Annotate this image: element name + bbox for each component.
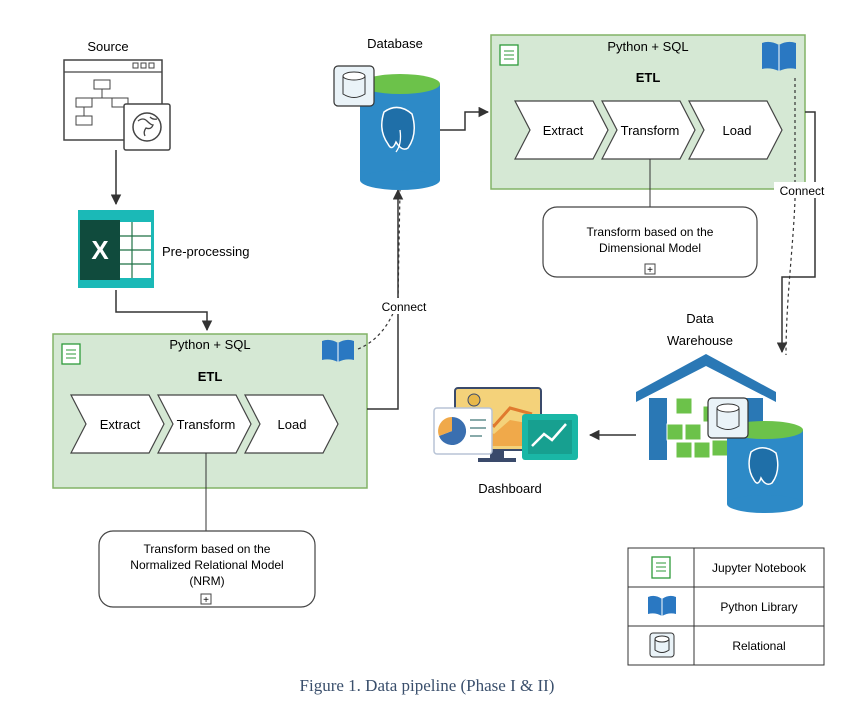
warehouse-postgresql-cylinder-icon: [707, 397, 803, 513]
svg-text:Load: Load: [278, 417, 307, 432]
legend-label-python: Python Library: [720, 600, 797, 614]
svg-text:Transform based on the: Transform based on the: [144, 542, 271, 556]
legend-label-jupyter: Jupyter Notebook: [712, 561, 807, 575]
etl2-step-transform: Transform: [601, 100, 696, 160]
svg-text:(NRM): (NRM): [189, 574, 224, 588]
figure-caption: Figure 1. Data pipeline (Phase I & II): [299, 676, 555, 695]
jupyter-notebook-icon: [499, 44, 519, 66]
etl2-note: Transform based on the Dimensional Model…: [542, 206, 758, 278]
etl-phase1-box: Python + SQL ETL Extract Transform Load: [52, 333, 368, 489]
database-label: Database: [367, 36, 423, 51]
etl2-step-load: Load: [688, 100, 783, 160]
svg-text:Extract: Extract: [543, 123, 584, 138]
etl1-step-load: Load: [244, 394, 339, 454]
python-library-icon: [322, 339, 354, 362]
svg-text:Transform: Transform: [177, 417, 236, 432]
etl-phase2-box: Python + SQL ETL Extract Transform Load: [490, 34, 806, 190]
etl1-step-transform: Transform: [157, 394, 252, 454]
data-pipeline-diagram: Source X Pre-processing: [52, 34, 826, 666]
preprocessing-label: Pre-processing: [162, 244, 249, 259]
svg-text:Transform: Transform: [621, 123, 680, 138]
etl1-title: Python + SQL: [169, 337, 250, 352]
excel-icon: X: [78, 210, 154, 288]
legend: Jupyter Notebook Python Library Relation…: [627, 547, 825, 666]
python-library-icon: [762, 41, 796, 71]
jupyter-notebook-icon: [651, 556, 671, 579]
etl1-subtitle: ETL: [198, 369, 223, 384]
warehouse-label-line1: Data: [686, 311, 714, 326]
etl1-note-expand-toggle[interactable]: +: [203, 595, 209, 606]
dashboard-label: Dashboard: [478, 481, 542, 496]
etl1-step-extract: Extract: [70, 394, 165, 454]
legend-label-relational: Relational: [732, 639, 785, 653]
svg-text:Extract: Extract: [100, 417, 141, 432]
svg-text:Load: Load: [723, 123, 752, 138]
browser-globe-icon: [63, 59, 171, 151]
warehouse-label-line2: Warehouse: [667, 333, 733, 348]
etl2-title: Python + SQL: [607, 39, 688, 54]
source-label: Source: [87, 39, 128, 54]
python-library-icon: [648, 595, 676, 616]
svg-text:X: X: [91, 235, 109, 265]
svg-text:Transform based on the: Transform based on the: [587, 225, 714, 239]
connect-label-2: Connect: [780, 184, 825, 198]
postgresql-cylinder-icon: [333, 65, 440, 190]
svg-text:Normalized Relational Model: Normalized Relational Model: [130, 558, 283, 572]
relational-icon: [649, 632, 675, 658]
etl1-note: Transform based on the Normalized Relati…: [98, 530, 316, 608]
etl2-subtitle: ETL: [636, 70, 661, 85]
etl2-note-expand-toggle[interactable]: +: [647, 265, 653, 276]
connect-label-1: Connect: [382, 300, 427, 314]
jupyter-notebook-icon: [61, 343, 81, 365]
dashboard-icon: [433, 387, 578, 462]
svg-text:Dimensional Model: Dimensional Model: [599, 241, 701, 255]
etl2-step-extract: Extract: [514, 100, 609, 160]
